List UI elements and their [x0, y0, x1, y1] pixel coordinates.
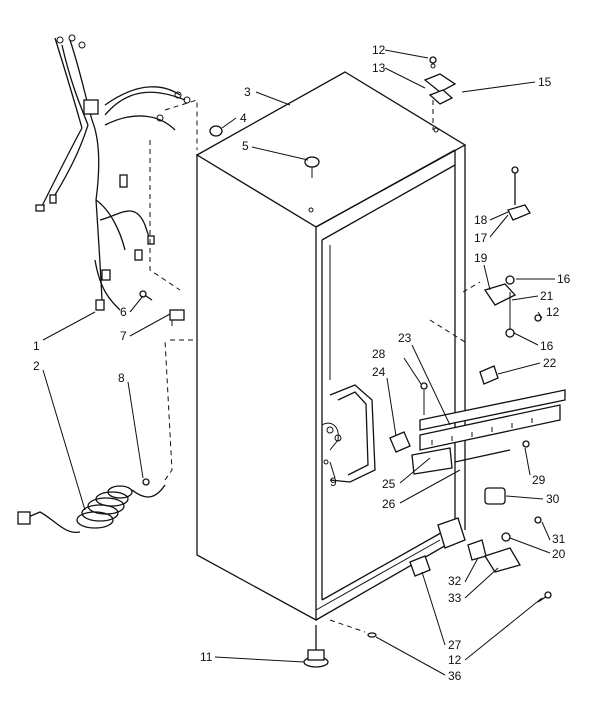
callout-13: 13 [372, 61, 386, 75]
center-hinge [429, 166, 542, 343]
callout-12-mid: 12 [546, 305, 560, 319]
callout-9: 9 [330, 475, 337, 489]
callout-36: 36 [448, 669, 462, 683]
callout-12-bottom: 12 [448, 653, 462, 667]
callout-24: 24 [372, 365, 386, 379]
ground-screw-6 [139, 290, 153, 301]
callout-25: 25 [382, 477, 396, 491]
screw-8 [142, 478, 150, 486]
callout-33: 33 [448, 591, 462, 605]
callout-18: 18 [474, 213, 488, 227]
callout-19: 19 [474, 251, 488, 265]
mullion-assembly [389, 365, 566, 475]
lower-hinge [409, 440, 552, 603]
callout-26: 26 [382, 497, 396, 511]
callout-4: 4 [240, 111, 247, 125]
callout-6: 6 [120, 305, 127, 319]
top-hinge [423, 56, 457, 130]
callout-17: 17 [474, 231, 488, 245]
callout-30: 30 [546, 492, 560, 506]
leader-lines [42, 49, 555, 676]
power-cord [17, 339, 197, 533]
callout-5: 5 [242, 139, 249, 153]
callout-21: 21 [540, 289, 554, 303]
callout-22: 22 [543, 356, 557, 370]
callout-11: 11 [200, 650, 213, 664]
callout-8: 8 [118, 371, 125, 385]
callout-15: 15 [538, 75, 552, 89]
callout-7: 7 [120, 329, 127, 343]
plug-5 [304, 156, 320, 178]
callout-3: 3 [244, 85, 251, 99]
drain-cavity [321, 384, 376, 483]
callout-1: 1 [33, 339, 40, 353]
ground-clip-7 [169, 309, 185, 326]
callout-32: 32 [448, 574, 462, 588]
plug-4 [209, 125, 223, 137]
callout-27: 27 [448, 638, 462, 652]
callout-16-upper: 16 [557, 272, 571, 286]
callout-23: 23 [398, 331, 412, 345]
callout-28: 28 [372, 347, 386, 361]
callout-2: 2 [33, 359, 40, 373]
wiring-harness [35, 34, 198, 311]
callout-20: 20 [552, 547, 566, 561]
callout-29: 29 [532, 473, 546, 487]
cabinet [195, 71, 467, 622]
callout-31: 31 [552, 532, 566, 546]
leveling-leg [303, 619, 377, 668]
callout-labels: 1 2 3 4 5 6 7 8 9 11 12 13 15 18 17 19 1… [33, 43, 571, 683]
callout-16-lower: 16 [540, 339, 554, 353]
callout-12-top: 12 [372, 43, 386, 57]
